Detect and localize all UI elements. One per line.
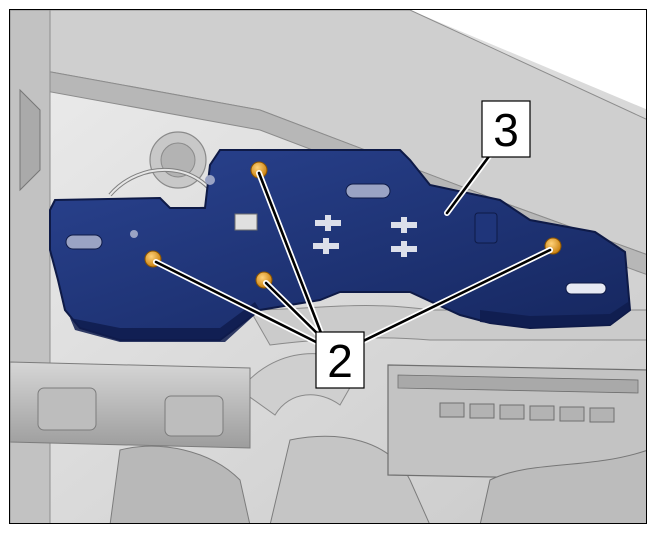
bracket-hole-small-1 (130, 230, 138, 238)
bracket-cross-hole-4 (391, 241, 417, 257)
radio-display-slot (397, 374, 639, 394)
bracket-slot-left (65, 234, 103, 250)
left-pillar (10, 10, 51, 523)
callout-bracket-label: 3 (493, 104, 519, 156)
leader-line-bracket (444, 152, 493, 216)
bracket-right-flange (480, 302, 630, 328)
background-white-corner (410, 10, 646, 110)
bracket-slot-top (345, 183, 391, 199)
diagram-frame: 3 2 (9, 9, 647, 524)
radio-button-5 (559, 406, 585, 422)
bracket-lower-flange (70, 302, 260, 342)
bracket-cross-hole-3 (313, 238, 339, 254)
radio-button-3 (499, 404, 525, 420)
callout-bracket-box (481, 100, 531, 158)
housing-block-left (37, 387, 97, 431)
leader-lines-fasteners (153, 170, 553, 348)
radio-button-1 (439, 402, 465, 418)
lower-bracket (109, 445, 251, 523)
dashboard-edge (39, 69, 646, 275)
bracket-cross-hole-1 (315, 215, 341, 231)
left-clip (19, 88, 41, 192)
bracket-cross-hole-2 (391, 217, 417, 233)
bracket-hole-small-2 (205, 175, 215, 185)
callout-bracket: 3 (481, 100, 531, 158)
vehicle-interior-illustration: 3 2 (10, 10, 646, 523)
lower-right-cables (479, 450, 646, 523)
radio-button-6 (589, 407, 615, 423)
callout-fasteners-label: 2 (327, 335, 353, 387)
radio-button-4 (529, 405, 555, 421)
bracket-tab (474, 212, 498, 244)
bracket-slot-right (565, 282, 607, 295)
wire-connector (234, 213, 258, 231)
callout-fasteners-box (315, 331, 365, 389)
callout-fasteners: 2 (315, 331, 365, 389)
housing-block-right (164, 395, 224, 437)
radio-unit (387, 364, 646, 481)
radio-button-2 (469, 403, 495, 419)
